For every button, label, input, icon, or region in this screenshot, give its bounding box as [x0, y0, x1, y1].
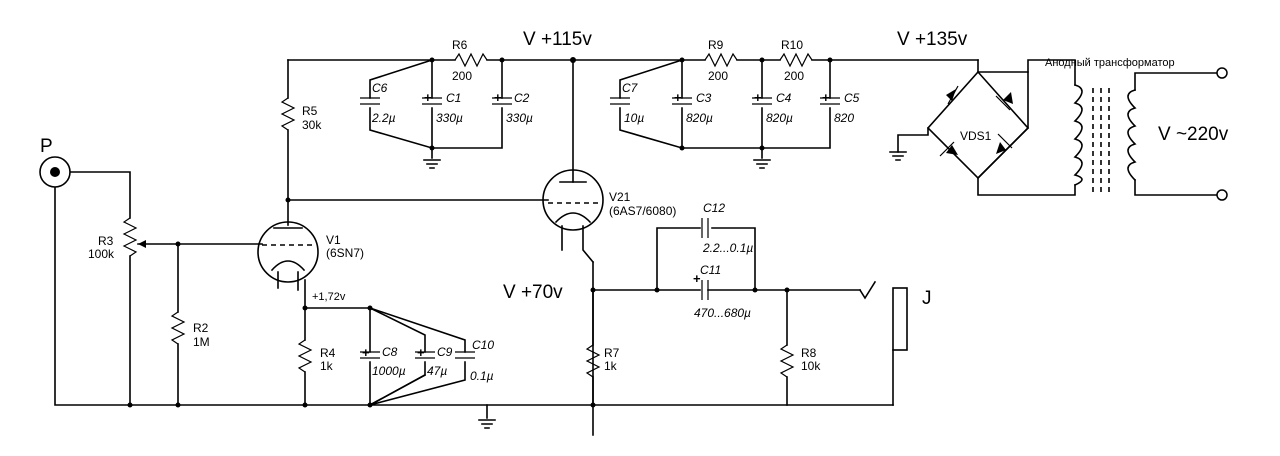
c6-ref: C6: [372, 81, 388, 95]
c7-ref: C7: [622, 81, 639, 95]
r10-resistor: [779, 52, 813, 68]
tube-v1: [257, 59, 549, 306]
c11-val: 470...680µ: [694, 306, 751, 320]
r3-val: 100k: [88, 247, 115, 261]
r5-ref: R5: [302, 104, 318, 118]
c4-ref: C4: [776, 91, 792, 105]
r9-ref: R9: [708, 38, 724, 52]
r10-ref: R10: [781, 38, 803, 52]
output-jack-label: J: [922, 288, 932, 309]
c5-ref: C5: [844, 91, 860, 105]
c3-plus: +: [674, 90, 682, 105]
r6-resistor: [454, 52, 488, 68]
anode-transformer: [1073, 67, 1228, 201]
c8-plus: +: [362, 345, 370, 360]
tube-v21: [542, 59, 604, 436]
c8-ref: C8: [382, 345, 398, 359]
b-plus-rail: [287, 52, 979, 68]
c11-ref: C11: [700, 263, 721, 277]
c3-val: 820µ: [686, 111, 713, 125]
c2-ref: C2: [514, 91, 530, 105]
node-v70-label: V +70v: [503, 282, 563, 303]
c7-val: 10µ: [624, 111, 644, 125]
c1-ref: C1: [446, 91, 461, 105]
r9-val: 200: [708, 69, 728, 83]
c5-plus: +: [822, 90, 830, 105]
c3-ref: C3: [696, 91, 712, 105]
r2-ref: R2: [193, 321, 209, 335]
r7-ref: R7: [604, 346, 620, 360]
r3-potentiometer: [122, 217, 138, 257]
r5-resistor: [280, 97, 296, 131]
r6-val: 200: [452, 69, 472, 83]
r8-ref: R8: [801, 346, 817, 360]
input-section: [39, 156, 894, 406]
c5-val: 820: [834, 111, 854, 125]
r4-ref: R4: [320, 346, 336, 360]
c12-val: 2.2...0.1µ: [702, 241, 753, 255]
filter-group-2: [610, 58, 840, 169]
r6-ref: R6: [452, 38, 468, 52]
r4-val: 1k: [320, 359, 334, 373]
r2-resistor: [170, 311, 186, 345]
cathode-network: [297, 305, 475, 407]
input-jack-label: P: [40, 136, 53, 157]
output-jack[interactable]: [892, 287, 908, 351]
node-v115-label: V +115v: [523, 29, 592, 50]
ground-symbol: [478, 404, 496, 429]
c12-ref: C12: [703, 201, 725, 215]
r8-val: 10k: [801, 359, 821, 373]
c6-val: 2.2µ: [371, 111, 396, 125]
r4-resistor: [297, 339, 313, 373]
r10-val: 200: [784, 69, 804, 83]
c4-val: 820µ: [766, 111, 793, 125]
r7-val: 1k: [604, 359, 618, 373]
c4-plus: +: [754, 90, 762, 105]
bridge-label: VDS1: [960, 129, 992, 143]
node-vac-label: V ~220v: [1158, 124, 1229, 145]
r5-val: 30k: [302, 118, 322, 132]
node-cathode-label: +1,72v: [312, 291, 346, 303]
c2-plus: +: [494, 90, 502, 105]
c9-val: 47µ: [427, 364, 447, 378]
c2-val: 330µ: [506, 111, 533, 125]
r2-val: 1M: [193, 335, 210, 349]
node-v135-label: V +135v: [897, 29, 968, 50]
r7-resistor: [585, 344, 601, 378]
c1-plus: +: [424, 90, 432, 105]
c8-val: 1000µ: [372, 364, 406, 378]
c10-val: 0.1µ: [470, 369, 494, 383]
r3-ref: R3: [98, 234, 114, 248]
c9-plus: +: [417, 345, 425, 360]
output-section: [585, 218, 908, 406]
filter-group-1: [360, 58, 512, 169]
v1-ref: V1: [326, 233, 341, 247]
transformer-label: Анодный трансформатор: [1045, 57, 1175, 69]
c1-val: 330µ: [436, 111, 463, 125]
r9-resistor: [704, 52, 738, 68]
c10-ref: C10: [472, 338, 494, 352]
bridge-rectifier-vds1: [889, 59, 1076, 196]
v21-ref: V21: [609, 190, 631, 204]
v1-type: (6SN7): [326, 246, 364, 260]
c11-plus: +: [693, 271, 701, 286]
v21-type: (6AS7/6080): [609, 204, 676, 218]
r8-resistor: [779, 344, 795, 378]
c9-ref: C9: [437, 345, 453, 359]
